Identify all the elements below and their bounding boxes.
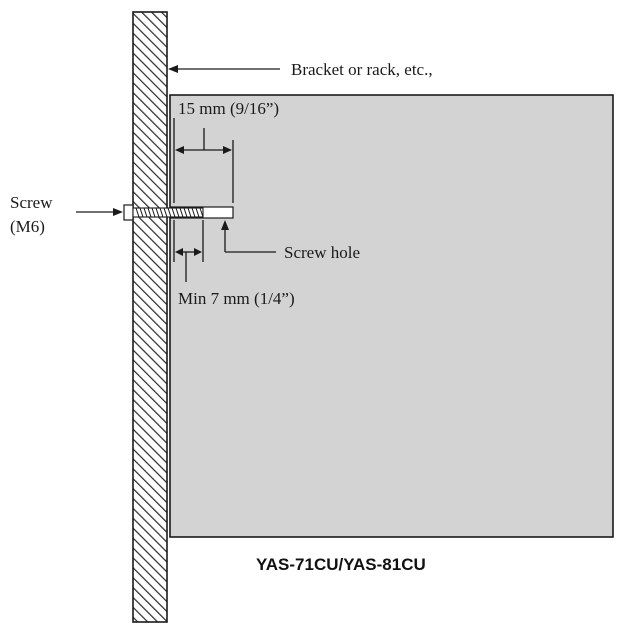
screw-thread-mark — [167, 207, 172, 218]
screw-hole-arrow — [221, 220, 276, 253]
screw-arrow — [76, 208, 123, 216]
screw-label-line1: Screw — [10, 193, 53, 212]
screw-thread-mark — [191, 207, 196, 218]
screw-thread-mark — [187, 207, 192, 218]
screw-thread-mark — [171, 207, 176, 218]
min-dimension-lines — [173, 220, 204, 282]
bracket-wall — [132, 11, 168, 623]
screw-threads — [135, 207, 204, 218]
screw-thread-mark — [159, 207, 164, 218]
bracket-label: Bracket or rack, etc., — [291, 60, 433, 79]
screw-thread-mark — [155, 207, 160, 218]
screw-thread-mark — [175, 207, 180, 218]
screw-hole-label: Screw hole — [284, 243, 360, 262]
screw-thread-mark — [179, 207, 184, 218]
screw-thread-mark — [143, 207, 148, 218]
screw-thread-mark — [151, 207, 156, 218]
unit-body — [169, 94, 614, 538]
model-label: YAS-71CU/YAS-81CU — [256, 555, 426, 574]
depth-dimension-lines — [173, 118, 234, 203]
screw-thread-mark — [195, 207, 200, 218]
screw-thread-mark — [135, 207, 140, 218]
screw-thread-mark — [199, 207, 204, 218]
depth-dimension-label: 15 mm (9/16”) — [178, 99, 279, 118]
screw-thread-mark — [183, 207, 188, 218]
screw-head — [123, 204, 134, 221]
screw-thread-mark — [147, 207, 152, 218]
screw-thread-mark — [163, 207, 168, 218]
min-dimension-label: Min 7 mm (1/4”) — [178, 289, 295, 308]
bracket-arrow — [168, 65, 280, 73]
screw-thread-mark — [139, 207, 144, 218]
screw-label-line2: (M6) — [10, 217, 45, 236]
screw — [123, 204, 204, 221]
